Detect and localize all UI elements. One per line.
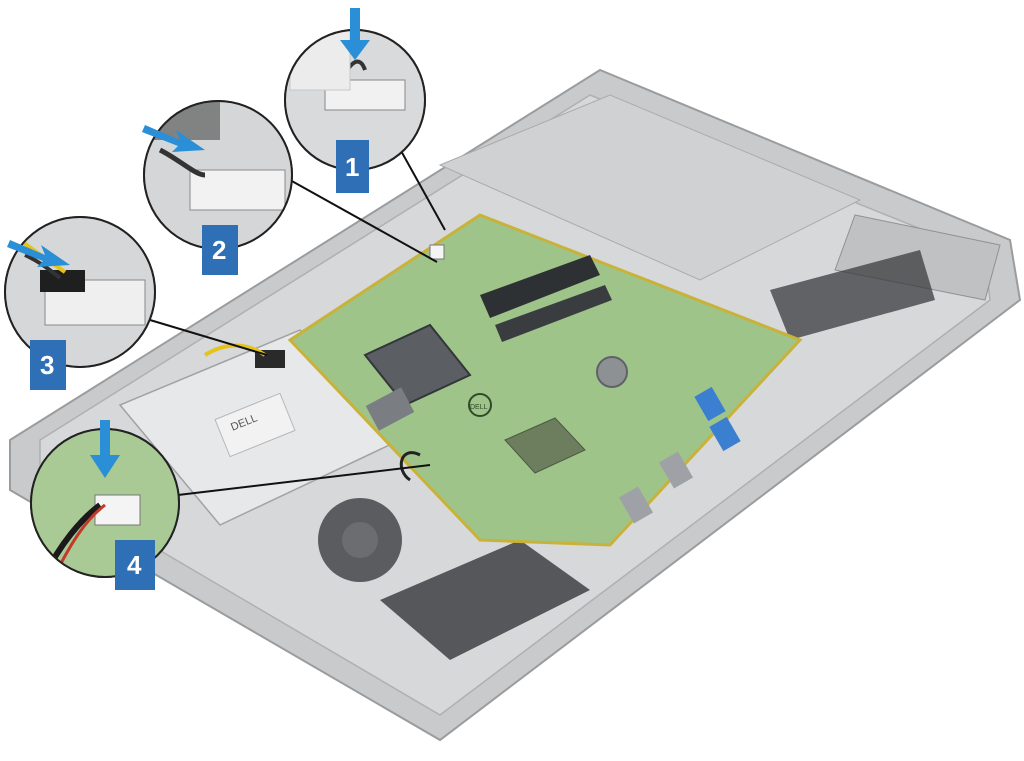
arrow-down-icon	[90, 420, 120, 478]
motherboard: DELL	[203, 213, 803, 547]
callout-2-label: 2	[212, 235, 226, 265]
callout-1: 1	[336, 140, 369, 193]
arrow-down-icon	[340, 8, 370, 60]
callout-2: 2	[202, 225, 238, 275]
arrow-right-icon	[7, 240, 70, 267]
callout-4: 4	[115, 540, 155, 590]
arrow-right-icon	[142, 125, 205, 152]
callout-3: 3	[30, 340, 66, 390]
callout-2-magnifier	[142, 100, 293, 250]
leader-lines	[149, 139, 446, 496]
callout-3-magnifier	[4, 216, 156, 368]
callout-1-label: 1	[345, 152, 359, 182]
callout-3-label: 3	[40, 350, 54, 380]
board-logo: DELL	[470, 404, 488, 411]
callout-4-label: 4	[127, 550, 142, 580]
